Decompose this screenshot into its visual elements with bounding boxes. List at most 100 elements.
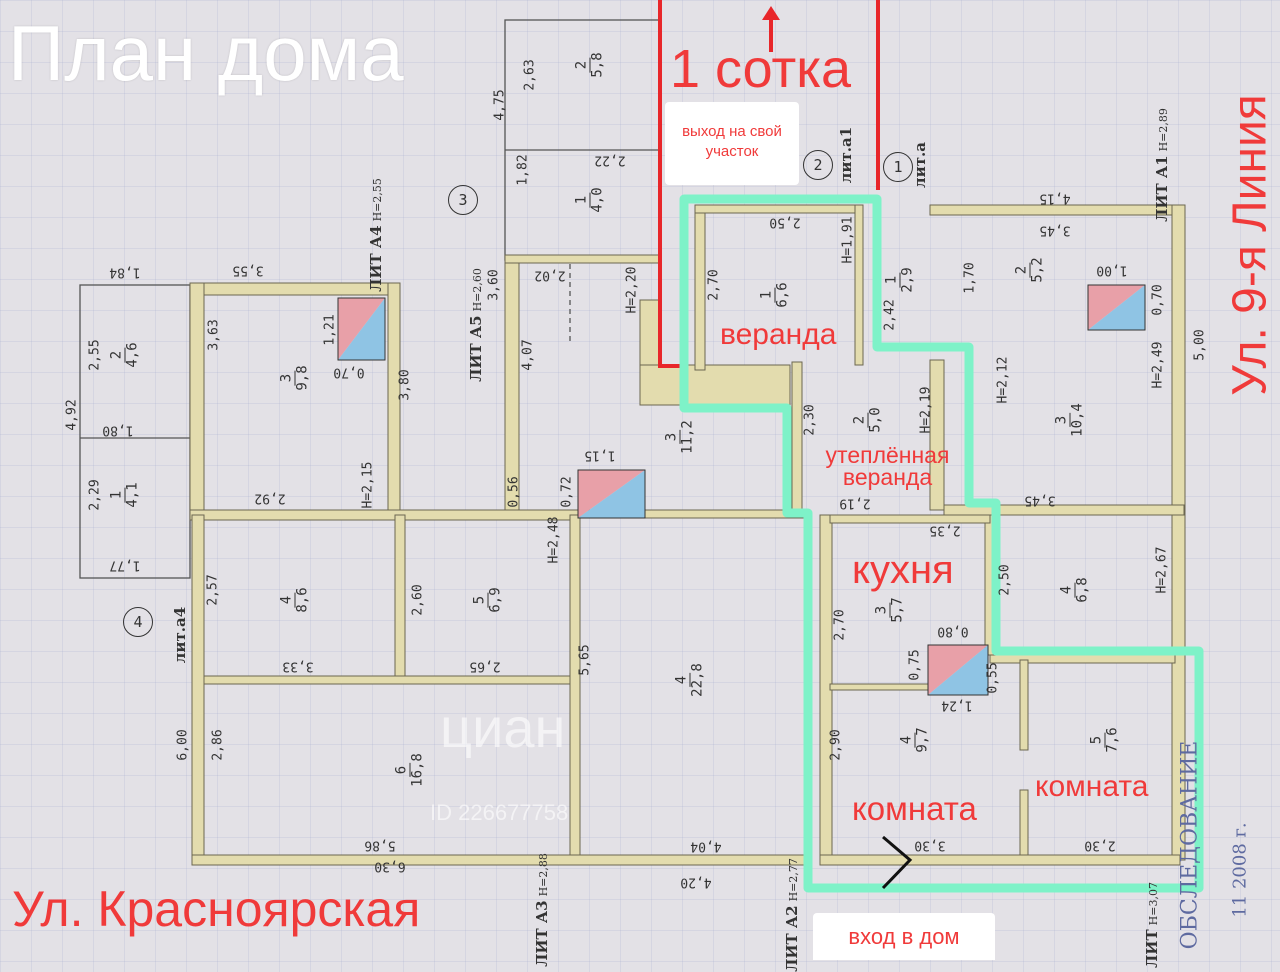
room-number: 3 [874, 602, 891, 618]
room-number: 2 [1014, 262, 1031, 278]
arrow-up-icon [762, 6, 780, 20]
room-area: 16,8 [409, 753, 426, 787]
room-number: 4 [674, 672, 691, 688]
lit-label: ЛИТ А5H=2,60 [467, 268, 485, 382]
room-number: 1 [109, 487, 126, 503]
room-area: 7,6 [1104, 727, 1121, 753]
room-number: 6 [394, 762, 411, 778]
dimension-label: 3,63 [206, 319, 222, 351]
dimension-label: 5,65 [577, 644, 593, 676]
dimension-label: 2,55 [87, 339, 103, 371]
dimension-label: 2,63 [522, 59, 538, 91]
dimension-label: 2,86 [210, 729, 226, 761]
dimension-label: H=2,12 [995, 356, 1011, 404]
room-area: 9,8 [294, 365, 311, 391]
dimension-label: H=1,91 [840, 216, 856, 264]
room-number: 5 [472, 592, 489, 608]
lit-label: ЛИТ А3H=2,88 [533, 853, 551, 967]
dimension-label: 0,70 [1150, 284, 1166, 316]
warm-veranda-label: утеплённая веранда [825, 442, 950, 490]
marker-circle: 3 [448, 185, 478, 215]
room-number: 3 [664, 429, 681, 445]
dimension-label: 0,75 [907, 649, 923, 681]
room-area: 4,0 [589, 187, 606, 213]
dimension-label: 2,90 [828, 729, 844, 761]
dimension-label: H=2,19 [918, 386, 934, 434]
dimension-label: 4,75 [492, 89, 508, 121]
dimension-label: 0,55 [985, 662, 1001, 694]
room-area: 5,8 [589, 52, 606, 78]
dimension-label: 5,00 [1192, 329, 1208, 361]
dimension-label: 2,70 [706, 269, 722, 301]
room-number: 4 [899, 732, 916, 748]
dimension-label: 4,20 [680, 874, 712, 890]
dimension-label: H=2,67 [1154, 546, 1170, 594]
dimension-label: 2,92 [254, 490, 286, 506]
room-area: 5,0 [867, 407, 884, 433]
dimension-label: 2,65 [469, 658, 501, 674]
lit-label: лит.а4 [171, 606, 189, 664]
room-number: 5 [1089, 732, 1106, 748]
room-label: комната [1035, 770, 1149, 803]
sold-part-outline [679, 194, 1204, 893]
dimension-label: 0,72 [559, 476, 575, 508]
dimension-label: 3,45 [1024, 492, 1056, 508]
dimension-label: 3,80 [397, 369, 413, 401]
dimension-label: 2,30 [1084, 837, 1116, 853]
dimension-label: H=2,20 [624, 266, 640, 314]
lit-label: лит.а1 [837, 126, 855, 184]
dimension-label: H=2,49 [1150, 341, 1166, 389]
veranda-label: веранда [720, 318, 837, 351]
room-number: 1 [574, 192, 591, 208]
dimension-label: 1,70 [962, 262, 978, 294]
survey-date: 11 2008 г. [1229, 822, 1251, 918]
lit-label: ЛИТ А4H=2,55 [367, 178, 385, 292]
dimension-label: 0,56 [506, 476, 522, 508]
room-number: 1 [884, 272, 901, 288]
dimension-label: 1,15 [584, 447, 616, 463]
entrance-box: вход в дом [813, 913, 995, 960]
street-right-label: Ул. 9-я Линия [1223, 94, 1277, 396]
room-number: 1 [759, 287, 776, 303]
room-number: 2 [574, 57, 591, 73]
dimension-label: 3,33 [282, 658, 314, 674]
exit-note: выход на свой участок [682, 123, 782, 160]
dimension-label: 3,45 [1039, 222, 1071, 238]
room-area: 22,8 [689, 663, 706, 697]
dimension-label: 4,92 [64, 399, 80, 431]
room-area: 9,7 [914, 727, 931, 753]
dimension-label: 4,07 [520, 339, 536, 371]
room-area: 5,2 [1029, 257, 1046, 283]
dimension-label: 2,42 [882, 299, 898, 331]
dimension-label: 2,29 [87, 479, 103, 511]
marker-circle: 4 [123, 607, 153, 637]
dimension-label: 3,55 [232, 262, 264, 278]
dimension-label: 2,22 [594, 152, 626, 168]
dimension-label: 2,19 [839, 495, 871, 511]
entrance-label: вход в дом [848, 924, 960, 949]
dimension-label: 1,00 [1096, 262, 1128, 278]
dimension-label: 3,60 [486, 269, 502, 301]
watermark-id: ID 226677758 [430, 800, 569, 825]
plot-size-label: 1 сотка [670, 39, 852, 99]
dimension-label: 1,77 [109, 557, 141, 573]
dimension-label: H=2,48 [546, 516, 562, 564]
lit-label: ЛИТH=3,07 [1143, 882, 1161, 968]
dimension-label: 0,80 [937, 623, 969, 639]
dimension-label: 2,50 [997, 564, 1013, 596]
room-area: 8,6 [294, 587, 311, 613]
room-area: 6,6 [774, 282, 791, 308]
survey-stamp: ОБСЛЕДОВАНИЕ [1177, 740, 1203, 950]
exit-note-box: выход на свой участок [665, 102, 799, 185]
